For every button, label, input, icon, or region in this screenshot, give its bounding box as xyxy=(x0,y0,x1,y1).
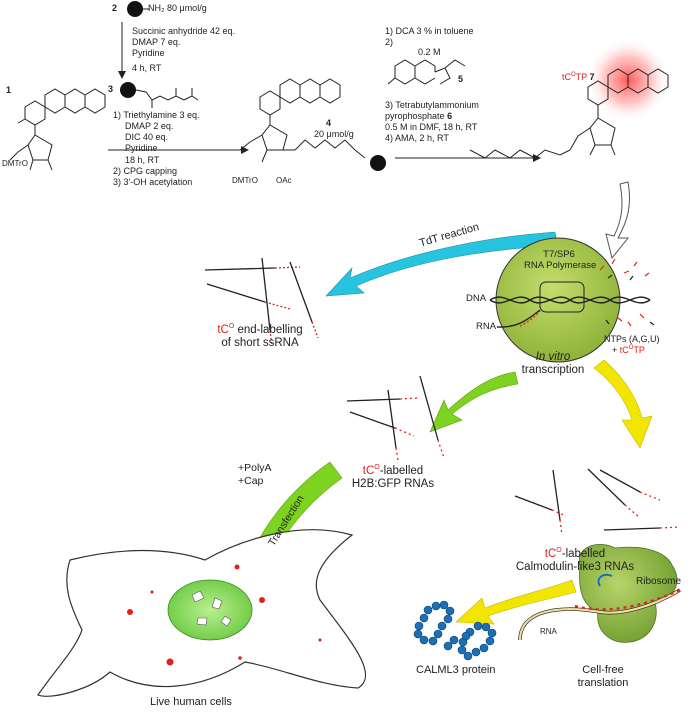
cap-label: +Cap xyxy=(238,475,264,487)
green-arrow-h2b xyxy=(429,371,519,433)
nascent-rna xyxy=(496,309,541,328)
compound-7-label: tCOTP 7 xyxy=(562,72,595,82)
step3-line4: pyrophosphate 6 xyxy=(385,111,453,121)
compound-3-number: 3 xyxy=(108,84,114,94)
compound-4-structure xyxy=(239,78,366,163)
compound-7-structure xyxy=(469,68,669,159)
reaction-time: 4 h, RT xyxy=(132,63,162,73)
dna-label: DNA xyxy=(466,293,487,304)
step3-line3: 3) Tetrabutylammonium xyxy=(385,100,479,110)
nascent-peptide xyxy=(597,573,613,587)
labelled-rna-dots xyxy=(127,564,322,666)
cell-nucleus xyxy=(167,579,253,641)
compound-4-number: 4 xyxy=(326,118,332,128)
step3-line2: 2) xyxy=(385,37,394,47)
compound-5-structure xyxy=(387,59,466,85)
nucleoli xyxy=(191,590,232,627)
cpg-bead-4 xyxy=(370,155,386,171)
h2b-rna-strands xyxy=(346,375,445,461)
step3-conc: 0.2 M xyxy=(418,47,441,57)
reagent-succinic: Succinic anhydride 42 eq. xyxy=(132,26,236,36)
compound-2-label: NH₂ 80 μmol/g xyxy=(148,3,207,13)
cpg-bead-2 xyxy=(127,1,143,17)
step3-line6: 4) AMA, 2 h, RT xyxy=(385,133,449,143)
ntps-line1: NTPs (A,G,U) xyxy=(604,334,660,344)
rna-polymerase-body xyxy=(495,237,621,363)
compound-1-structure xyxy=(9,88,106,171)
calml3-label: CALML3 protein xyxy=(416,664,496,676)
compound-4-loading: 20 μmol/g xyxy=(314,129,354,139)
compound-1-number: 1 xyxy=(6,85,12,95)
compound-2-number: 2 xyxy=(112,3,118,13)
live-cells-label: Live human cells xyxy=(150,696,232,708)
compound-6-number: 6 xyxy=(447,111,453,121)
short-ssrna-strands xyxy=(204,257,319,347)
compound-4-oac: OAc xyxy=(276,176,292,185)
compound-4-dmtro: DMTrO xyxy=(232,176,258,185)
transcription-bubble xyxy=(539,281,585,313)
compound-7-number: 7 xyxy=(589,72,595,82)
reagent-pyridine: Pyridine xyxy=(132,48,165,58)
yellow-arrow-calm xyxy=(593,359,653,449)
step2-line3: DIC 40 eq. xyxy=(125,132,169,142)
step3-line1: 1) DCA 3 % in toluene xyxy=(385,26,474,36)
arrow-7-to-transcription xyxy=(605,181,631,260)
cpg-bead-3 xyxy=(120,82,136,98)
mrna-label: RNA xyxy=(540,627,557,636)
ntps-line2: + tCOTP xyxy=(612,345,645,355)
compound-1-dmtro: DMTrO xyxy=(2,159,28,168)
reagent-dmap: DMAP 7 eq. xyxy=(132,37,181,47)
calm-rna-strands xyxy=(514,468,681,536)
step3-line5: 0.5 M in DMF, 18 h, RT xyxy=(385,122,478,132)
calml3-protein-chains xyxy=(413,600,497,661)
ntp-molecules xyxy=(599,258,655,327)
tdt-arrow xyxy=(325,231,558,297)
ribosome-label: Ribosome xyxy=(636,576,682,587)
compound-5-number: 5 xyxy=(458,74,464,84)
rna-label: RNA xyxy=(476,321,497,332)
dna-helix xyxy=(489,296,651,304)
step2-line4: Pyridine xyxy=(125,143,158,153)
step2-line1: 1) Triethylamine 3 eq. xyxy=(113,110,200,120)
step2-line6: 2) CPG capping xyxy=(113,166,178,176)
polya-label: +PolyA xyxy=(238,462,272,474)
step2-line7: 3) 3'-OH acetylation xyxy=(113,177,193,187)
step2-line5: 18 h, RT xyxy=(125,155,160,165)
step2-line2: DMAP 2 eq. xyxy=(125,121,174,131)
yellow-arrow-protein xyxy=(455,579,577,625)
